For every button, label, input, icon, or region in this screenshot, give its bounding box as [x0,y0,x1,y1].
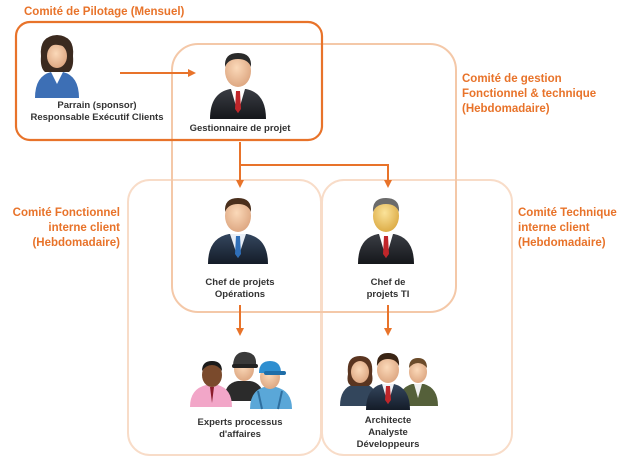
committee-fonctionnel-line: interne client [48,222,120,234]
node-sponsor-label: Parrain (sponsor) Responsable Exécutif C… [30,100,164,123]
businessman-icon [210,53,266,119]
workers-group-icon [190,351,292,410]
committee-pilotage-label: Comité de Pilotage (Mensuel) [24,6,185,18]
frame-technique [321,179,513,456]
frame-pilotage [14,20,324,142]
committee-technique-line: (Hebdomadaire) [518,237,606,249]
businesswoman-icon [35,35,79,98]
committee-gestion-label: Comité de gestion Fonctionnel & techniqu… [462,72,596,117]
node-gestionnaire-label: Gestionnaire de projet [189,123,291,134]
businessman-icon [358,198,414,264]
businessman-icon [208,198,268,264]
node-tech-team-label: Architecte Analyste Développeurs [356,415,420,450]
committee-technique-line: Comité Technique [518,207,617,219]
committee-technique-label: Comité Technique interne client (Hebdoma… [518,206,617,251]
committee-fonctionnel-line: (Hebdomadaire) [32,237,120,249]
frame-gestion [171,43,457,313]
business-team-icon [340,353,438,410]
committee-gestion-line: (Hebdomadaire) [462,103,550,115]
committee-fonctionnel-line: Comité Fonctionnel [12,207,120,219]
committee-fonctionnel-label: Comité Fonctionnel interne client (Hebdo… [0,206,120,251]
committee-gestion-line: Fonctionnel & technique [462,88,597,100]
node-chef-ti-label: Chef de projets TI [366,277,410,300]
node-experts-label: Experts processus d'affaires [197,417,283,440]
committee-gestion-line: Comité de gestion [462,73,562,85]
node-chef-operations-label: Chef de projets Opérations [205,277,275,300]
committee-technique-line: interne client [518,222,590,234]
